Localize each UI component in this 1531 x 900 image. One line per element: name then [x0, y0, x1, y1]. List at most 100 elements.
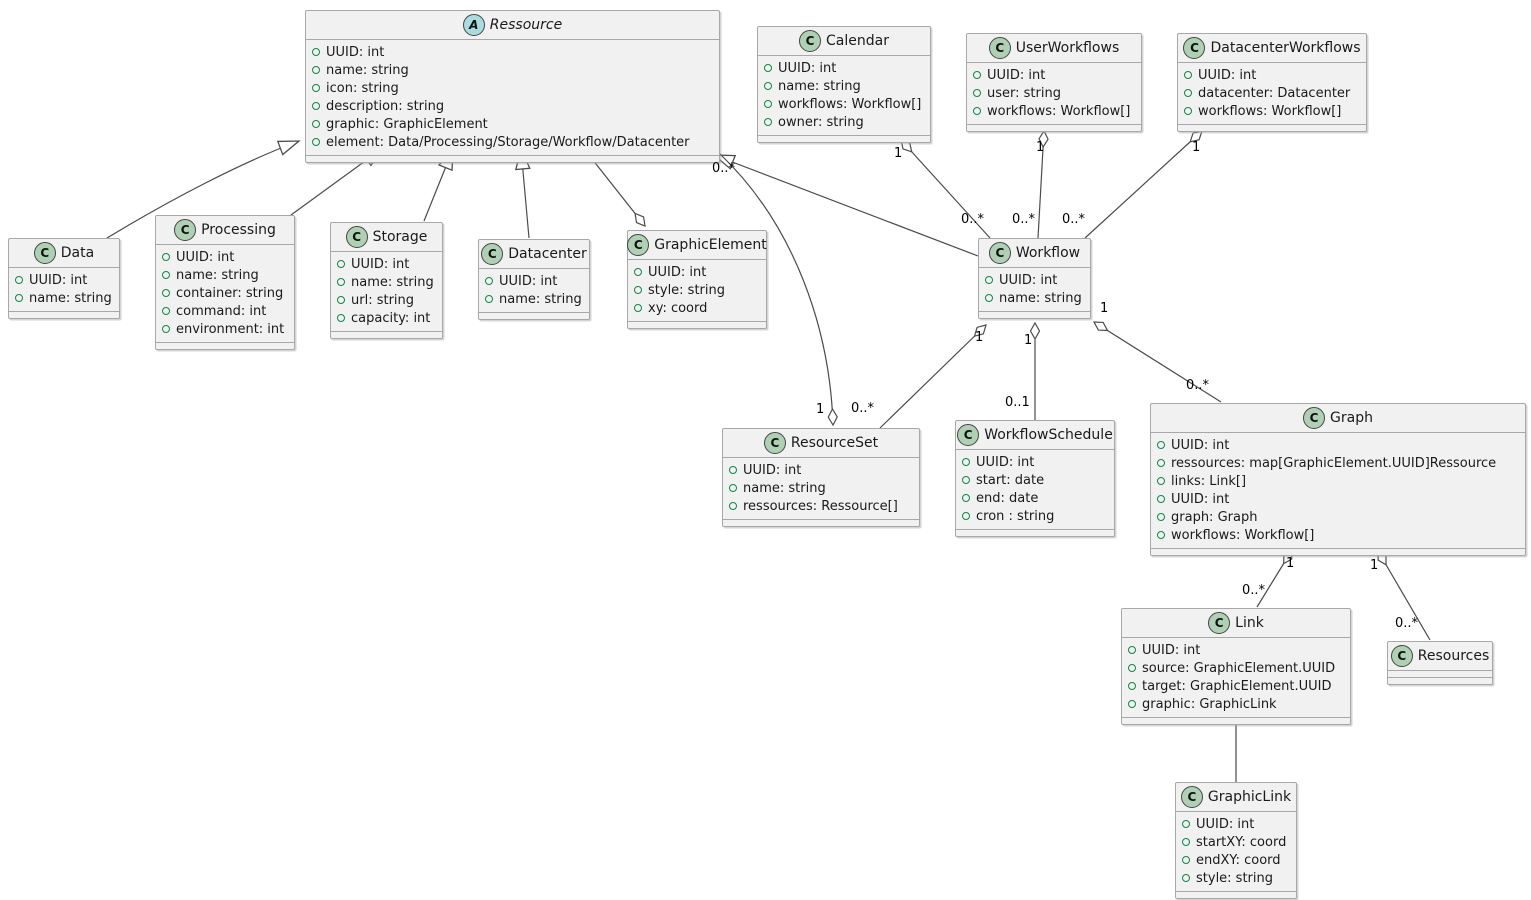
attribute-text: UUID: int [176, 249, 235, 265]
class-name: GraphicElement [654, 237, 767, 253]
attribute-row: target: GraphicElement.UUID [1122, 677, 1350, 695]
field-visibility-icon [312, 120, 320, 128]
attribute-text: name: string [29, 290, 112, 306]
field-visibility-icon [162, 289, 170, 297]
attribute-row: user: string [967, 84, 1141, 102]
class-name: GraphicLink [1207, 789, 1292, 805]
multiplicity-label: 0..* [961, 212, 985, 227]
class-icon: C [1183, 37, 1206, 59]
field-visibility-icon [312, 84, 320, 92]
class-name: DatacenterWorkflows [1210, 40, 1361, 56]
field-visibility-icon [337, 296, 345, 304]
field-visibility-icon [162, 307, 170, 315]
field-visibility-icon [1157, 513, 1165, 521]
field-visibility-icon [634, 268, 642, 276]
multiplicity-label: 1 [975, 330, 984, 345]
attribute-row: source: GraphicElement.UUID [1122, 659, 1350, 677]
attribute-text: style: string [1196, 870, 1274, 886]
attribute-row: capacity: int [331, 309, 442, 327]
field-visibility-icon [764, 118, 772, 126]
class-userworkflows-title: C UserWorkflows [967, 34, 1141, 63]
attribute-text: UUID: int [987, 67, 1046, 83]
field-visibility-icon [985, 276, 993, 284]
field-visibility-icon [1182, 856, 1190, 864]
attribute-row: start: date [956, 471, 1114, 489]
class-icon: C [627, 234, 650, 256]
class-icon: C [763, 432, 786, 454]
class-icon: C [988, 37, 1011, 59]
methods-compartment [1178, 124, 1366, 131]
class-icon: C [1303, 407, 1326, 429]
field-visibility-icon [634, 304, 642, 312]
attribute-text: workflows: Workflow[] [1198, 103, 1342, 119]
field-visibility-icon [962, 512, 970, 520]
attribute-row: UUID: int [979, 271, 1090, 289]
class-name: Resources [1417, 648, 1490, 664]
field-visibility-icon [764, 64, 772, 72]
methods-compartment [979, 311, 1090, 318]
class-name: Storage [372, 229, 428, 245]
attribute-row: name: string [156, 266, 294, 284]
attribute-text: UUID: int [351, 256, 410, 272]
attribute-row: ressources: Ressource[] [723, 497, 919, 515]
multiplicity-label: 1 [1036, 140, 1045, 155]
attribute-text: UUID: int [499, 273, 558, 289]
edge-resourceset-workflow-aggregation [879, 324, 987, 429]
attribute-text: description: string [326, 98, 445, 114]
attribute-row: UUID: int [306, 43, 719, 61]
class-storage-title: C Storage [331, 223, 442, 252]
attribute-text: startXY: coord [1196, 834, 1287, 850]
class-icon: C [345, 226, 368, 248]
class-name: Calendar [826, 33, 889, 49]
attribute-text: UUID: int [648, 264, 707, 280]
field-visibility-icon [15, 276, 23, 284]
methods-compartment [331, 331, 442, 338]
attribute-text: ressources: Ressource[] [743, 498, 898, 514]
attribute-row: UUID: int [1122, 641, 1350, 659]
attribute-text: links: Link[] [1171, 473, 1247, 489]
methods-compartment [479, 312, 589, 319]
field-visibility-icon [962, 476, 970, 484]
class-name: Datacenter [508, 246, 587, 262]
attribute-text: UUID: int [1171, 437, 1230, 453]
attribute-text: graphic: GraphicElement [326, 116, 488, 132]
class-name: Graph [1330, 410, 1373, 426]
class-name: ResourceSet [790, 435, 879, 451]
class-icon: C [1208, 612, 1231, 634]
field-visibility-icon [1157, 441, 1165, 449]
attribute-row: UUID: int [331, 255, 442, 273]
multiplicity-label: 0..* [851, 401, 875, 416]
attribute-row: style: string [628, 281, 766, 299]
attribute-text: name: string [351, 274, 434, 290]
attribute-text: name: string [743, 480, 826, 496]
multiplicity-label: 0..* [712, 161, 736, 176]
field-visibility-icon [985, 294, 993, 302]
field-visibility-icon [485, 295, 493, 303]
multiplicity-label: 0..* [1395, 616, 1419, 631]
multiplicity-label: 1 [816, 402, 825, 417]
attribute-row: name: string [723, 479, 919, 497]
methods-compartment [758, 135, 930, 142]
class-icon: C [1180, 786, 1203, 808]
attribute-text: UUID: int [999, 272, 1058, 288]
field-visibility-icon [1182, 874, 1190, 882]
class-graph-title: C Graph [1151, 404, 1525, 433]
attribute-row: end: date [956, 489, 1114, 507]
class-name: Data [60, 245, 95, 261]
attribute-row: container: string [156, 284, 294, 302]
class-icon: C [481, 243, 504, 265]
multiplicity-label: 0..* [1062, 212, 1086, 227]
class-icon: C [799, 30, 822, 52]
attribute-row: element: Data/Processing/Storage/Workflo… [306, 133, 719, 151]
